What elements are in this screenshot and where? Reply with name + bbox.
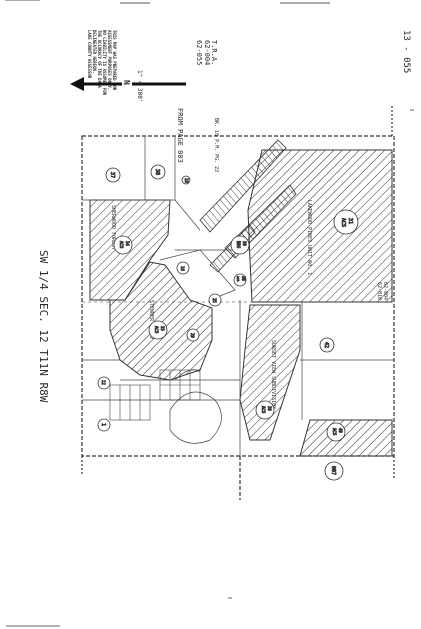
svg-text:38: 38 xyxy=(154,169,160,175)
disclaimer-line: NO LIABILITY IS ASSUMED FOR xyxy=(102,30,107,96)
svg-text:ACS: ACS xyxy=(236,276,240,282)
tra-code: 62-055 xyxy=(195,40,203,65)
svg-text:12: 12 xyxy=(101,380,106,385)
svg-text:37: 37 xyxy=(109,172,115,178)
tra-secondary: 62-004 62-010 xyxy=(376,282,388,300)
svg-text:62-010: 62-010 xyxy=(376,282,382,300)
svg-text:ACS: ACS xyxy=(119,241,124,249)
disclaimer-line: LAKE COUNTY ASSESSOR xyxy=(87,30,92,79)
parcel-marker: 38 xyxy=(150,164,166,180)
book-reference: BK. 10 P.M. PG. 22 xyxy=(213,118,219,172)
parcel-marker: 1 xyxy=(97,418,111,432)
svg-text:42: 42 xyxy=(323,342,329,348)
parcel-marker: 18 xyxy=(181,175,191,185)
parcel-marker: 42 xyxy=(319,337,335,353)
disclaimer-block: THIS MAP WAS PREPARED FOR ASSESSMENT PUR… xyxy=(87,30,117,96)
tra-label-block: T.R.A. 62-004 62-055 xyxy=(195,40,218,65)
svg-text:33: 33 xyxy=(160,326,165,331)
registration-marks xyxy=(6,109,414,627)
section-title: SW 1/4 SEC. 12 T11N R8W xyxy=(37,250,50,403)
svg-text:N: N xyxy=(122,80,131,85)
svg-text:30: 30 xyxy=(242,241,247,246)
north-arrow-icon: N xyxy=(70,77,186,91)
parcel-marker: 37 xyxy=(105,167,121,183)
subdivision-label: STENNER NO. 2 xyxy=(148,300,154,339)
svg-text:ACS: ACS xyxy=(340,218,346,227)
tra-code: 62-004 xyxy=(203,40,211,65)
svg-text:BBS: BBS xyxy=(236,241,241,249)
parcel-marker: 16 xyxy=(176,261,190,275)
svg-text:16: 16 xyxy=(180,266,185,271)
lakewood-pines-area: LAKEWOOD PINES UNIT NO. 1 xyxy=(247,149,393,303)
svg-text:62-004: 62-004 xyxy=(382,282,388,300)
from-page-text: FROM PAGE 003 xyxy=(176,108,184,163)
corner-marks xyxy=(5,0,330,4)
svg-text:ACS: ACS xyxy=(332,428,337,436)
svg-text:31: 31 xyxy=(347,218,353,224)
scale-text: 1" = 300' xyxy=(136,70,143,103)
svg-text:29: 29 xyxy=(190,333,195,338)
disclaimer-line: DELINEATED HEREON. xyxy=(92,30,97,73)
svg-text:18: 18 xyxy=(184,178,189,183)
svg-text:34: 34 xyxy=(125,241,130,246)
parcel-marker: 25 xyxy=(208,293,222,307)
svg-text:40: 40 xyxy=(338,428,343,433)
disclaimer-line: ASSESSMENT PURPOSES ONLY. xyxy=(107,30,112,90)
svg-text:38: 38 xyxy=(267,406,272,411)
subdivision-label: LAKEWOOD PINES UNIT NO. 1 xyxy=(306,200,312,275)
small-lots xyxy=(109,369,201,421)
svg-text:ACS: ACS xyxy=(154,326,159,334)
parcel-marker: 29 xyxy=(186,328,200,342)
parcel-marker: 12 xyxy=(97,376,111,390)
subdivision-label: SUNSET VIEW SUBDIVISION xyxy=(270,340,276,409)
disclaimer-line: THE ACCURACY OF THE DATA xyxy=(97,30,102,88)
tra-label: T.R.A. xyxy=(210,40,218,65)
sunset-view-area: SUNSET VIEW SUBDIVISION xyxy=(239,304,393,457)
svg-text:25: 25 xyxy=(212,298,217,303)
svg-text:007: 007 xyxy=(330,466,336,475)
subdivision-label: SHERWOOD FOREST xyxy=(110,205,116,250)
svg-text:ACS: ACS xyxy=(261,406,266,414)
disclaimer-line: THIS MAP WAS PREPARED FOR xyxy=(112,30,117,91)
parcel-marker: 007 xyxy=(324,461,344,481)
page-number: 13 - 055 xyxy=(401,30,411,73)
svg-text:36: 36 xyxy=(241,276,246,281)
svg-text:1: 1 xyxy=(100,423,106,426)
